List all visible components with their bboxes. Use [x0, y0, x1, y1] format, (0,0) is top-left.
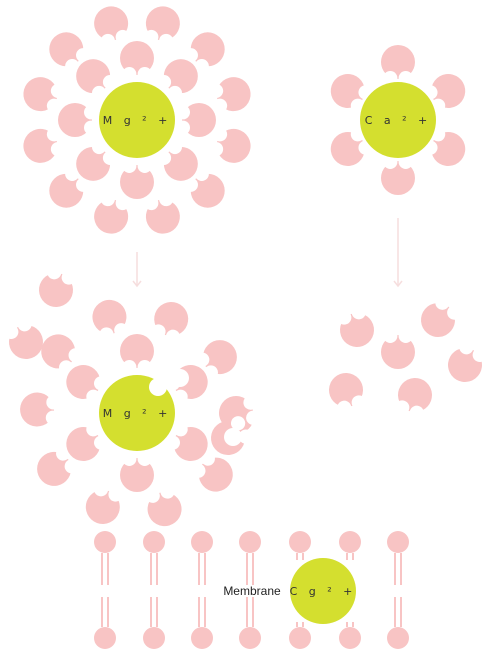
membrane-ion-label: C g ² + [290, 585, 357, 598]
arrow-right-head [393, 280, 403, 288]
water-molecule [92, 299, 129, 342]
ca-hydration-shell [330, 45, 466, 195]
arrow-left-head [132, 280, 142, 288]
membrane-label: Membrane [223, 584, 281, 598]
lipid-head [339, 531, 361, 553]
water-molecule [58, 103, 99, 137]
water-molecule [39, 265, 76, 307]
water-molecule [4, 317, 43, 359]
water-molecule [85, 482, 123, 524]
membrane-ion [290, 558, 356, 624]
water-molecule [94, 191, 130, 234]
lipid-head [94, 627, 116, 649]
mg-ion-middle-label: M g ² + [103, 407, 172, 420]
lipid-head [339, 627, 361, 649]
water-molecule [165, 422, 208, 461]
water-molecule [49, 32, 91, 74]
water-molecule [144, 6, 180, 49]
water-molecule [76, 59, 118, 101]
lipid-head [143, 627, 165, 649]
free-water-molecules [329, 295, 483, 420]
water-molecule [23, 127, 66, 163]
water-molecule [381, 45, 415, 86]
arrows [132, 218, 403, 288]
vacated-site [171, 369, 189, 387]
mg-hydration-shell-top [23, 6, 251, 234]
lipid-head [191, 627, 213, 649]
water-molecule [330, 74, 373, 113]
water-molecule [423, 74, 466, 113]
water-molecule [66, 365, 109, 404]
ca-ion [360, 82, 436, 158]
water-molecule [175, 103, 216, 137]
lipid-head [239, 531, 261, 553]
vacated-site [149, 378, 167, 396]
water-molecule [423, 127, 466, 166]
water-molecule [37, 446, 79, 486]
water-molecule [23, 77, 66, 113]
water-molecule [208, 127, 251, 163]
water-molecule [421, 295, 462, 337]
water-molecule [151, 302, 189, 344]
water-molecule [156, 59, 198, 101]
lipid-membrane [94, 531, 409, 649]
lipid-head [289, 531, 311, 553]
water-molecule [94, 6, 130, 49]
lipid-head [387, 627, 409, 649]
water-molecule [195, 340, 237, 380]
lipid-head [239, 627, 261, 649]
lipid-head [143, 531, 165, 553]
water-molecule [337, 305, 374, 347]
mg-ion-top [99, 82, 175, 158]
lipid-head [191, 531, 213, 553]
water-molecule [120, 158, 154, 199]
mg-ion-top-label: M g ² + [103, 114, 172, 127]
water-molecule [183, 32, 225, 74]
water-molecule [120, 334, 154, 375]
vacated-site [224, 428, 242, 446]
water-molecule [183, 166, 225, 208]
water-molecule [41, 334, 83, 375]
water-molecule [20, 392, 61, 427]
water-molecule [49, 166, 91, 208]
mg-hydration-shell-middle [4, 265, 261, 527]
water-molecule [156, 139, 198, 181]
water-molecule [448, 340, 483, 382]
water-molecule [329, 373, 366, 415]
water-molecule [144, 191, 180, 234]
lipid-head [387, 531, 409, 553]
lipid-head [94, 531, 116, 553]
lipid-head [289, 627, 311, 649]
water-molecule [208, 77, 251, 113]
water-molecule [76, 139, 118, 181]
water-molecule [145, 484, 182, 527]
water-molecule [381, 154, 415, 195]
ca-ion-label: C a ² + [365, 114, 432, 127]
water-molecule [120, 451, 154, 492]
mg-shell-front-waters [149, 369, 242, 446]
water-molecule [120, 41, 154, 82]
water-molecule [191, 451, 233, 492]
water-molecule [381, 328, 415, 369]
water-molecule [395, 378, 432, 420]
water-molecule [66, 422, 109, 461]
